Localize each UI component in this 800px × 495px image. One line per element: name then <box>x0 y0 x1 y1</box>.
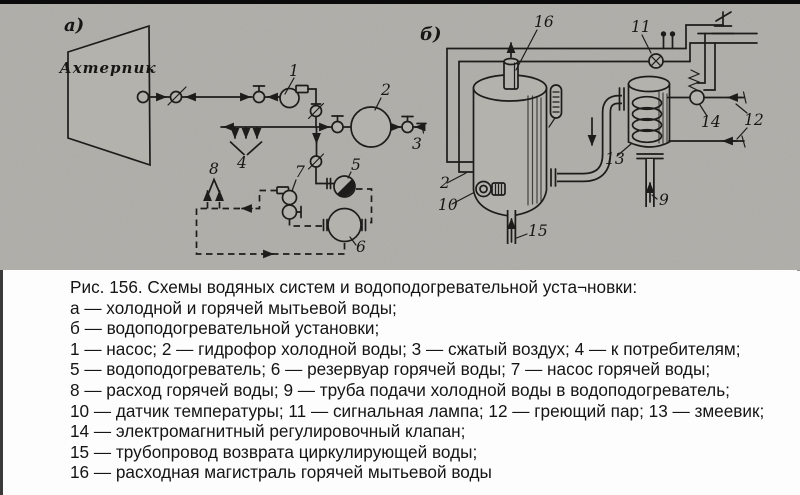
heater-feed-line <box>307 126 335 190</box>
svg-text:10: 10 <box>438 196 458 214</box>
check-valve-icon <box>307 102 325 128</box>
callout-13-coil: 13 <box>605 143 632 168</box>
caption-line-15: 15 — трубопровод возврата циркулирующей … <box>70 441 478 462</box>
caption-title: Рис. 156. Схемы водяных систем и водопод… <box>70 277 638 297</box>
figure-caption: Рис. 156. Схемы водяных систем и водопод… <box>0 270 797 495</box>
caption-line-10-13: 10 — датчик температуры; 11 — сигнальная… <box>70 400 765 421</box>
callout-1-pump: 1 <box>284 62 299 95</box>
caption-line-16: 16 — расходная магистраль горячей мытьев… <box>70 462 492 483</box>
scheme-b: б) <box>420 11 764 244</box>
callout-12-heating-steam: 12 <box>735 103 764 140</box>
callout-10-temperature-sensor: 10 <box>438 192 474 214</box>
water-heater-icon <box>333 175 356 198</box>
steam-coil-icon <box>631 95 663 144</box>
diagram-svg: а) Ахтерпик <box>0 0 800 270</box>
svg-text:9: 9 <box>659 191 669 209</box>
callout-7-hot-water-pump: 7 <box>291 163 305 192</box>
caption-line-a: а — холодной и горячей мытьевой воды; <box>70 297 397 318</box>
caption-line-1-4: 1 — насос; 2 — гидрофор холодной воды; 3… <box>70 338 741 359</box>
steam-outlet-line <box>668 135 746 148</box>
svg-text:2: 2 <box>439 174 450 192</box>
callout-4-consumers: 4 <box>236 154 247 172</box>
outlet-magistral-nozzle <box>503 41 519 90</box>
callout-8-hot-water-consumers: 8 <box>209 160 219 178</box>
caption-line-14: 14 — электромагнитный регулировочный кла… <box>70 421 466 442</box>
callout-15-circulation-return: 15 <box>515 222 548 240</box>
level-gauge-icon <box>548 84 563 128</box>
callout-3-compressed-air: 3 <box>412 135 422 153</box>
callout-16-outlet-magistral: 16 <box>515 13 554 71</box>
caption-line-5-7: 5 — водоподогреватель; 6 — резервуар гор… <box>70 359 711 380</box>
stop-valve-icon <box>240 85 282 104</box>
scan-top-edge <box>0 0 800 4</box>
callout-14-electromagnetic-valve: 14 <box>699 104 721 131</box>
temperature-sensor-icon <box>475 180 506 198</box>
cold-water-inlet-pipe <box>636 153 664 207</box>
steam-control-pipes <box>696 32 716 91</box>
tank-shading <box>527 95 542 206</box>
callout-6-hot-water-tank: 6 <box>349 236 366 256</box>
scheme-b-label: б) <box>420 24 442 45</box>
callout-11-signal-lamp: 11 <box>631 18 652 54</box>
consumers-branch <box>229 127 263 156</box>
vessel-shading <box>658 91 668 145</box>
tank-outlet-flange <box>136 90 150 104</box>
compressed-air-connection <box>390 115 427 134</box>
electric-leads <box>660 31 676 50</box>
svg-text:6: 6 <box>356 238 366 256</box>
figure-156-diagram: а) Ахтерпик <box>0 0 800 271</box>
coil-heater-vessel <box>618 75 671 148</box>
svg-text:14: 14 <box>701 113 721 131</box>
hot-water-consumers-fork <box>205 177 224 201</box>
scheme-a: а) Ахтерпик <box>58 15 427 259</box>
caption-line-8-9: 8 — расход горячей воды; 9 — труба подач… <box>70 379 730 400</box>
callout-2-tank: 2 <box>439 172 467 192</box>
electromagnetic-valve-icon <box>689 89 705 106</box>
svg-text:12: 12 <box>744 111 764 129</box>
svg-text:1: 1 <box>289 62 299 80</box>
caption-line-b: б — водоподогревательной установки; <box>70 318 380 339</box>
svg-text:13: 13 <box>605 150 625 168</box>
hydrophore-tank-icon <box>350 106 392 148</box>
svg-text:7: 7 <box>295 163 305 181</box>
scheme-a-label: а) <box>64 15 84 36</box>
hot-water-supply-lines <box>446 24 758 63</box>
svg-text:2: 2 <box>380 81 391 99</box>
callout-2-hydrophore: 2 <box>374 81 391 111</box>
svg-text:11: 11 <box>631 18 651 36</box>
afterpeak-tank-label: Ахтерпик <box>58 59 156 77</box>
vent-symbol <box>711 11 735 35</box>
svg-text:5: 5 <box>351 156 361 174</box>
valve-spring-icon <box>687 69 701 91</box>
hot-water-tank-icon <box>322 207 367 243</box>
signal-lamp-icon <box>648 53 664 69</box>
callout-9-cold-water-inlet: 9 <box>651 191 669 209</box>
callout-5-water-heater: 5 <box>347 156 361 179</box>
hydrophore-inlet-valve-icon <box>331 115 344 134</box>
svg-text:15: 15 <box>528 222 548 240</box>
svg-text:16: 16 <box>534 13 554 31</box>
shutoff-valve-icon <box>167 86 187 106</box>
tank-to-heater-pipe <box>550 94 622 187</box>
steam-inlet-line <box>667 69 747 106</box>
